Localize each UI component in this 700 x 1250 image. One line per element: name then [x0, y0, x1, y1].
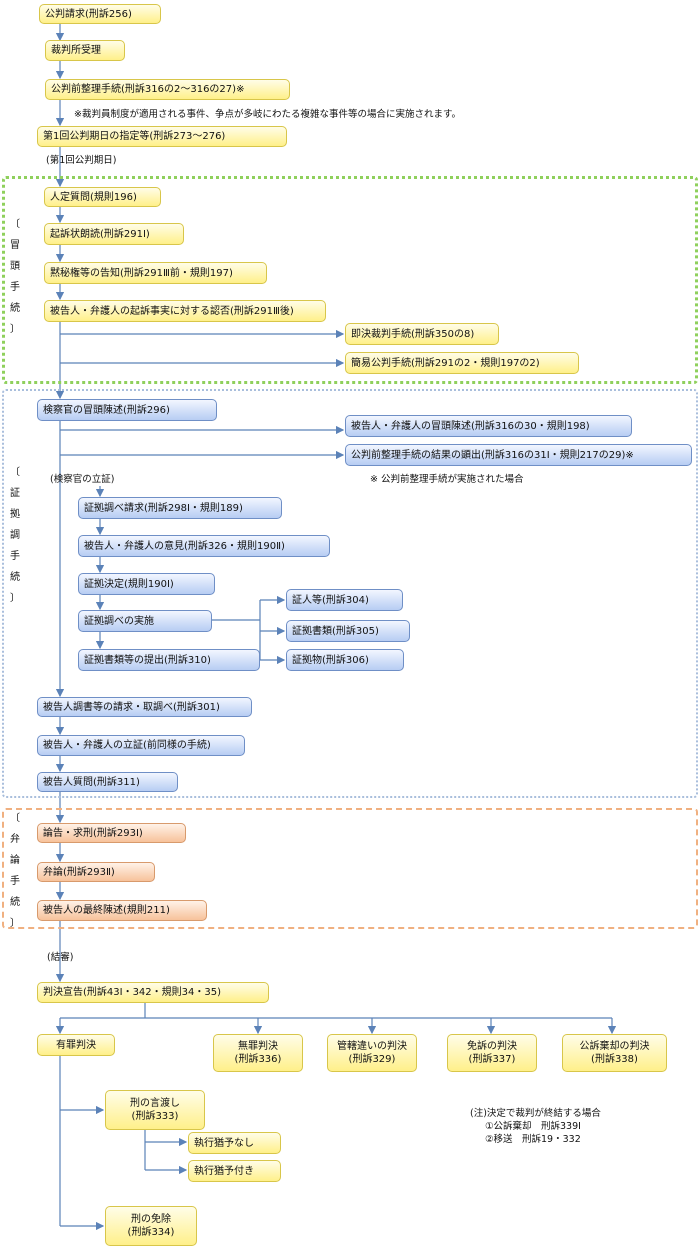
evidence-procedure-frame: [2, 389, 698, 798]
box-plea: 被告人・弁護人の起訴事実に対する認否(刑訴291Ⅲ後): [44, 300, 326, 322]
section-label-opening: 〔 冒 頭 手 続 〕: [10, 219, 20, 335]
box-court-acceptance: 裁判所受理: [45, 40, 125, 61]
box-physical-evidence: 証拠物(刑訴306): [286, 649, 404, 671]
box-summary-trial: 即決裁判手続(刑訴350の8): [345, 323, 499, 345]
box-public-trial-request: 公判請求(刑訴256): [39, 4, 161, 24]
box-final-statement: 被告人の最終陳述(規則211): [37, 900, 207, 921]
box-pretrial-arrangement: 公判前整理手続(刑訴316の2〜316の27)※: [45, 79, 290, 100]
box-witness: 証人等(刑訴304): [286, 589, 403, 611]
box-guilty: 有罪判決: [37, 1034, 115, 1056]
box-jurisdiction: 管轄違いの判決 (刑訴329): [327, 1034, 417, 1072]
box-defense-proof: 被告人・弁護人の立証(前同様の手続): [37, 735, 245, 756]
box-defense-opening: 被告人・弁護人の冒頭陳述(刑訴316の30・規則198): [345, 415, 632, 437]
box-first-trial-date: 第1回公判期日の指定等(刑訴273〜276): [37, 126, 287, 147]
box-defense-opinion: 被告人・弁護人の意見(刑訴326・規則190Ⅱ): [78, 535, 330, 557]
box-defendant-questioning: 被告人質問(刑訴311): [37, 772, 178, 792]
box-evidence-examination: 証拠調べの実施: [78, 610, 212, 632]
box-exemption: 刑の免除 (刑訴334): [105, 1206, 197, 1246]
box-evidence-request: 証拠調べ請求(刑訴298Ⅰ・規則189): [78, 497, 282, 519]
note-saibanin: ※裁判員制度が適用される事件、争点が多岐にわたる複雑な事件等の場合に実施されます…: [74, 109, 462, 120]
box-prosecution-dismissal: 公訴棄却の判決 (刑訴338): [562, 1034, 667, 1072]
box-identity-question: 人定質問(規則196): [44, 187, 161, 207]
box-evidence-documents-submit: 証拠書類等の提出(刑訴310): [78, 649, 260, 671]
box-judgment-pronouncement: 判決宣告(刑訴43Ⅰ・342・規則34・35): [37, 982, 269, 1003]
section-label-evidence: 〔 証 拠 調 手 続 〕: [10, 467, 20, 604]
box-documentary-evidence: 証拠書類(刑訴305): [286, 620, 410, 642]
note-first-trial-date: (第1回公判期日): [46, 155, 117, 166]
note-item-2: ②移送 刑訴19・332: [485, 1134, 581, 1145]
note-conclusion: (結審): [47, 952, 74, 963]
opening-procedure-frame: [2, 176, 698, 384]
box-prosecutor-opening: 検察官の冒頭陳述(刑訴296): [37, 399, 217, 421]
box-not-guilty: 無罪判決 (刑訴336): [213, 1034, 303, 1072]
note-pretrial-conducted: ※ 公判前整理手続が実施された場合: [370, 474, 524, 485]
box-acquittal-dismissal: 免訴の判決 (刑訴337): [447, 1034, 537, 1072]
box-with-suspension: 執行猶予付き: [188, 1160, 281, 1182]
argument-procedure-frame: [2, 808, 698, 929]
box-sentence: 刑の言渡し (刑訴333): [105, 1090, 205, 1130]
box-defendant-records: 被告人調書等の請求・取調べ(刑訴301): [37, 697, 252, 717]
box-indictment-reading: 起訴状朗読(刑訴291Ⅰ): [44, 223, 184, 245]
box-simplified-trial: 簡易公判手続(刑訴291の2・規則197の2): [345, 352, 579, 374]
section-label-argument: 〔 弁 論 手 続 〕: [10, 813, 20, 929]
box-defense-argument: 弁論(刑訴293Ⅱ): [37, 862, 155, 882]
box-pretrial-result: 公判前整理手続の結果の顕出(刑訴316の31Ⅰ・規則217の29)※: [345, 444, 692, 466]
note-title: (注)決定で裁判が終結する場合: [470, 1108, 601, 1119]
box-no-suspension: 執行猶予なし: [188, 1132, 281, 1154]
box-closing-argument: 論告・求刑(刑訴293Ⅰ): [37, 823, 186, 843]
note-prosecutor-proof: (検察官の立証): [50, 474, 115, 485]
box-right-to-silence: 黙秘権等の告知(刑訴291Ⅲ前・規則197): [44, 262, 267, 284]
note-item-1: ①公訴棄却 刑訴339Ⅰ: [485, 1121, 581, 1132]
box-evidence-decision: 証拠決定(規則190Ⅰ): [78, 573, 215, 595]
